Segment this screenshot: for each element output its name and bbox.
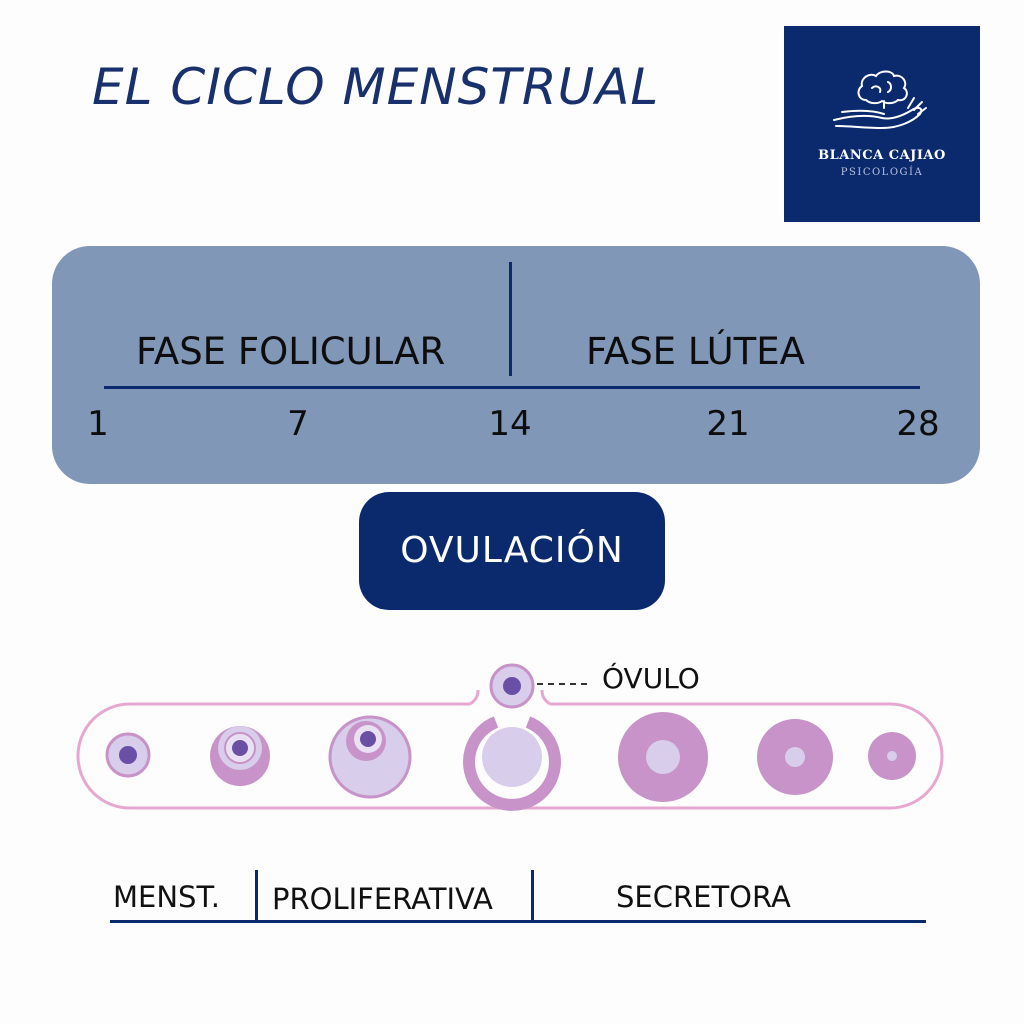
- day-axis-line: [104, 386, 920, 389]
- corpus-luteum-medium: [757, 719, 833, 795]
- stage-label-secretora: SECRETORA: [616, 880, 791, 914]
- logo-name: BLANCA CAJIAO: [818, 148, 946, 163]
- primordial-follicle: [105, 732, 151, 778]
- corpus-luteum-large: [618, 712, 708, 802]
- ruptured-follicle: [463, 716, 561, 811]
- stage-divider: [255, 870, 258, 922]
- day-label: 1: [87, 404, 109, 444]
- corpus-albicans: [868, 732, 916, 780]
- phase-panel: FASE FOLICULAR FASE LÚTEA 1 7 14 21 28: [52, 246, 980, 484]
- brain-on-hand-icon: [833, 70, 927, 130]
- ovum-label: ÓVULO: [602, 662, 700, 695]
- phase-divider: [509, 262, 512, 376]
- day-label: 28: [896, 404, 940, 444]
- stage-label-menst: MENST.: [113, 880, 220, 914]
- ovary-opening-left: [469, 689, 480, 706]
- day-label: 21: [706, 404, 750, 444]
- stage-divider: [531, 870, 534, 922]
- day-label: 14: [488, 404, 532, 444]
- stage-label-proliferativa: PROLIFERATIVA: [272, 882, 493, 916]
- primary-follicle: [210, 726, 270, 786]
- day-label: 7: [287, 404, 309, 444]
- ovulation-badge: OVULACIÓN: [359, 492, 665, 610]
- brand-logo: BLANCA CAJIAO PSICOLOGÍA: [784, 26, 980, 222]
- ovary-opening-right: [540, 689, 551, 706]
- secondary-follicle: [328, 715, 412, 799]
- ovarian-cycle-diagram: [76, 663, 944, 811]
- page-title: EL CICLO MENSTRUAL: [92, 58, 660, 116]
- phase-label-follicular: FASE FOLICULAR: [136, 330, 446, 373]
- stage-axis-line: [110, 920, 926, 923]
- phase-label-luteal: FASE LÚTEA: [586, 330, 805, 373]
- logo-subtitle: PSICOLOGÍA: [840, 167, 924, 178]
- released-ovum: [489, 663, 535, 709]
